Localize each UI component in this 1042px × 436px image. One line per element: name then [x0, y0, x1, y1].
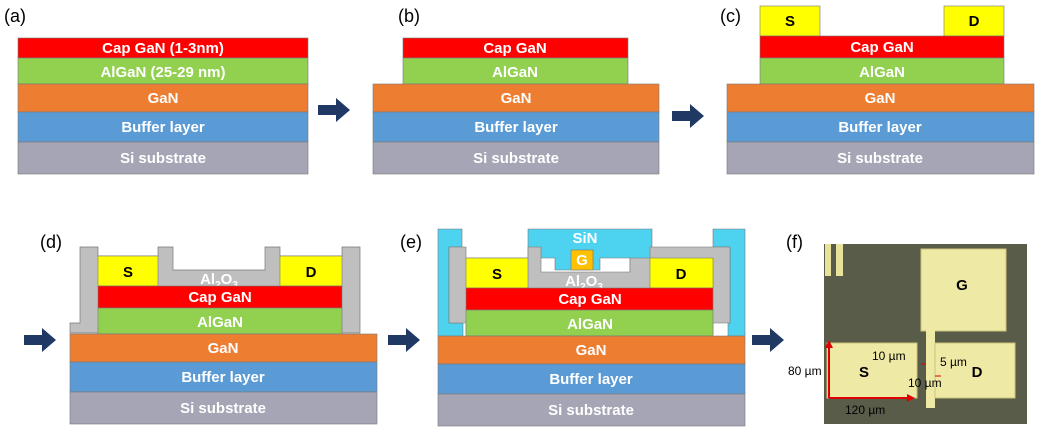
gate-pad — [920, 248, 1007, 332]
si-substrate-layer — [372, 141, 660, 175]
algan-label: AlGaN — [567, 316, 613, 333]
drain-contact — [649, 257, 714, 289]
al2o3-label: Al2O3 — [565, 273, 603, 293]
panel-a: (a) Cap GaN (1-3nm) AlGaN (25-29 nm) GaN… — [4, 6, 309, 175]
source-contact — [465, 257, 529, 289]
source-label: S — [492, 266, 502, 283]
gan-layer — [17, 83, 309, 113]
source-contact — [97, 255, 159, 287]
panel-f: (f) G S D 10 µm 5 µm 10 µm 80 µm 120 µm — [786, 232, 1027, 424]
si-substrate-layer — [437, 393, 746, 427]
gate-finger — [926, 318, 935, 408]
arrow-d-to-e — [388, 328, 420, 352]
panel-c: (c) S D Cap GaN AlGaN GaN Buffer layer S… — [720, 5, 1035, 175]
cap-gan-label: Cap GaN — [850, 39, 913, 56]
algan-layer — [97, 307, 343, 335]
dim-label-80um: 80 µm — [788, 364, 822, 378]
algan-layer — [759, 57, 1005, 85]
panel-e: (e) S D G SiN Al2O3 Cap GaN AlGaN GaN Bu… — [400, 228, 746, 427]
buffer-label: Buffer layer — [549, 371, 633, 388]
drain-label: D — [306, 264, 317, 281]
source-label: S — [785, 13, 795, 30]
algan-layer — [402, 57, 629, 85]
si-substrate-label: Si substrate — [180, 400, 266, 417]
drain-pad-label: D — [972, 364, 983, 381]
algan-label: AlGaN (25-29 nm) — [100, 64, 225, 81]
gan-layer — [372, 83, 660, 113]
al2o3-label: Al2O3 — [200, 271, 238, 291]
algan-label: AlGaN — [859, 64, 905, 81]
height-arrowhead — [825, 340, 833, 348]
gan-label: GaN — [501, 90, 532, 107]
gate-pad-label: G — [956, 277, 968, 294]
si-substrate-layer — [726, 141, 1035, 175]
algan-layer — [17, 57, 309, 85]
cap-gan-label: Cap GaN — [558, 291, 621, 308]
panel-b: (b) Cap GaN AlGaN GaN Buffer layer Si su… — [372, 6, 660, 175]
gan-label: GaN — [576, 342, 607, 359]
dim-label-120um: 120 µm — [845, 403, 885, 417]
buffer-layer — [437, 363, 746, 395]
dim-label-10um-top: 10 µm — [872, 349, 906, 363]
si-substrate-layer — [17, 141, 309, 175]
algan-label: AlGaN — [492, 64, 538, 81]
cap-gan-label: Cap GaN — [188, 289, 251, 306]
arrow-e-to-f — [752, 328, 784, 352]
source-pad-label: S — [859, 364, 869, 381]
si-substrate-layer — [69, 391, 378, 425]
panel-label-c: (c) — [720, 6, 741, 26]
gan-layer — [69, 333, 378, 363]
arrow-b-to-c — [672, 104, 704, 128]
panel-d: (d) S D Al2O3 Cap GaN AlGaN GaN Buffer l… — [40, 232, 378, 425]
panel-label-b: (b) — [398, 6, 420, 26]
si-substrate-label: Si substrate — [473, 150, 559, 167]
dim-label-5um: 5 µm — [940, 355, 967, 369]
pad-fragment — [836, 244, 843, 276]
drain-pad — [934, 342, 1016, 399]
gan-layer — [726, 83, 1035, 113]
gan-label: GaN — [148, 90, 179, 107]
algan-layer — [465, 309, 714, 337]
gate-label: G — [576, 252, 588, 269]
drain-label: D — [676, 266, 687, 283]
panel-label-e: (e) — [400, 232, 422, 252]
panel-label-a: (a) — [4, 6, 26, 26]
width-arrowhead — [907, 394, 915, 402]
arrow-a-to-b — [318, 98, 350, 122]
cap-gan-label: Cap GaN (1-3nm) — [102, 40, 224, 57]
pad-fragment — [825, 244, 831, 276]
source-label: S — [123, 264, 133, 281]
buffer-layer — [372, 111, 660, 143]
panel-label-d: (d) — [40, 232, 62, 252]
buffer-label: Buffer layer — [181, 369, 265, 386]
buffer-layer — [69, 361, 378, 393]
si-substrate-label: Si substrate — [548, 402, 634, 419]
buffer-layer — [726, 111, 1035, 143]
buffer-label: Buffer layer — [474, 119, 558, 136]
gate-contact — [570, 249, 594, 271]
drain-label: D — [969, 13, 980, 30]
gan-label: GaN — [865, 90, 896, 107]
si-substrate-label: Si substrate — [120, 150, 206, 167]
panel-label-f: (f) — [786, 232, 803, 252]
gan-label: GaN — [208, 340, 239, 357]
buffer-layer — [17, 111, 309, 143]
buffer-label: Buffer layer — [121, 119, 205, 136]
drain-contact — [279, 255, 343, 287]
cap-gan-label: Cap GaN — [483, 40, 546, 57]
buffer-label: Buffer layer — [838, 119, 922, 136]
sin-label: SiN — [572, 230, 597, 247]
si-substrate-label: Si substrate — [837, 150, 923, 167]
gate-finger-horizontal — [927, 318, 967, 327]
dim-label-10um-bottom: 10 µm — [908, 376, 942, 390]
drain-contact — [943, 5, 1005, 37]
algan-label: AlGaN — [197, 314, 243, 331]
arrow-into-d — [24, 328, 56, 352]
